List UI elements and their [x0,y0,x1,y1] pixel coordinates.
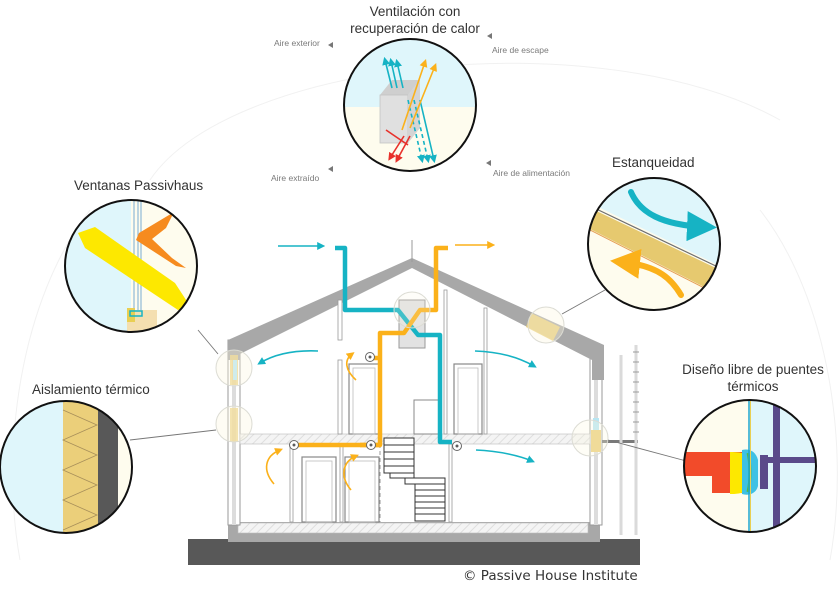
callout-airtightness [587,177,721,311]
airtightness-title: Estanqueidad [612,155,695,170]
door-upper-right [453,363,483,435]
ground-slab [188,539,640,565]
cabinet [413,399,441,435]
door-upper-left [348,363,380,435]
air-valves [289,352,462,451]
callout-ventilation [328,33,492,172]
fresh-air-duct [335,245,452,445]
staircase [383,437,446,522]
label-outdoor-air: Aire exterior [274,38,320,48]
detail-highlights [215,291,609,457]
leader-lines [129,289,691,463]
callout-thermal-bridge [683,399,817,533]
house-section [129,240,691,565]
ventilation-title-line1: Ventilación con [369,4,461,19]
thermal-bridge-title-line2: térmicos [727,379,779,394]
label-extract-air: Aire extraído [271,173,320,183]
ventilation-title-line2: recuperación de calor [350,21,480,36]
ground-floor-slab [237,522,589,534]
copyright-credit: © Passive House Institute [463,568,638,584]
door-ground-left [301,456,337,523]
airflow-arrows [257,241,537,491]
callout-insulation [0,400,133,534]
insulation-title: Aislamiento térmico [32,382,150,397]
thermal-bridge-title-line1: Diseño libre de puentes [682,362,824,377]
exhaust-air-duct [298,245,448,448]
label-supply-air: Aire de alimentación [493,168,571,178]
label-exhaust-air: Aire de escape [492,45,549,55]
callout-windows [64,199,198,333]
windows-title: Ventanas Passivhaus [74,178,204,193]
